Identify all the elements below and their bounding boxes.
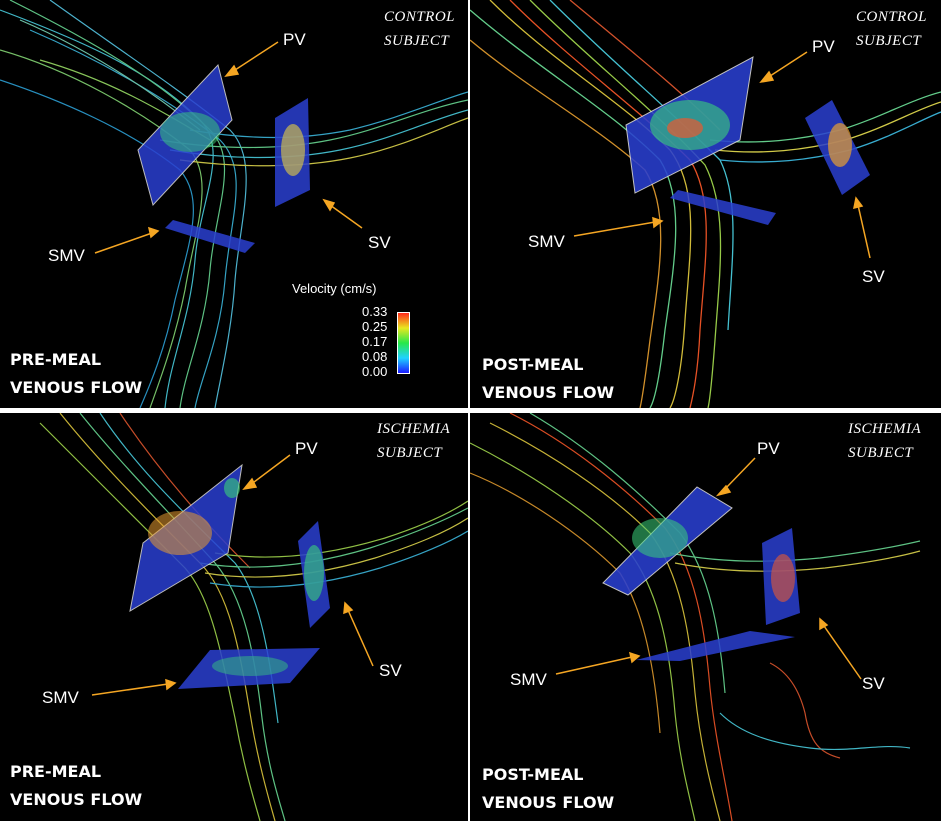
- smv-label: SMV: [510, 670, 547, 689]
- sv-label: SV: [368, 233, 391, 252]
- legend-tick: 0.00: [362, 364, 388, 379]
- sv-label: SV: [379, 661, 402, 680]
- caption: POST-MEAL VENOUS FLOW: [482, 355, 615, 402]
- pv-label: PV: [812, 37, 835, 56]
- pv-label: PV: [757, 439, 780, 458]
- panel-ischemia-post-meal: PV SV SMV ISCHEMIA SUBJECT POST-MEAL VEN…: [470, 413, 941, 821]
- subject-label: CONTROL SUBJECT: [856, 9, 928, 49]
- panel-ischemia-pre-meal: PV SV SMV ISCHEMIA SUBJECT PRE-MEAL VENO…: [0, 413, 468, 821]
- smv-label: SMV: [48, 246, 85, 265]
- legend-title: Velocity (cm/s): [292, 281, 377, 296]
- caption: POST-MEAL VENOUS FLOW: [482, 765, 615, 812]
- subject-label: CONTROL SUBJECT: [384, 9, 456, 49]
- velocity-colorbar: [397, 312, 410, 374]
- panel-control-post-meal: PV SV SMV CONTROL SUBJECT POST-MEAL VENO…: [470, 0, 941, 408]
- panel-control-pre-meal: PV SV SMV CONTROL SUBJECT PRE-MEAL VENOU…: [0, 0, 468, 408]
- smv-label: SMV: [528, 232, 565, 251]
- pv-label: PV: [283, 30, 306, 49]
- sv-label: SV: [862, 267, 885, 286]
- streamline-render: [39, 413, 468, 821]
- legend-tick: 0.25: [362, 319, 388, 334]
- streamline-render: [470, 0, 941, 408]
- subject-label: ISCHEMIA SUBJECT: [377, 421, 451, 461]
- caption: PRE-MEAL VENOUS FLOW: [10, 762, 143, 809]
- subject-label: ISCHEMIA SUBJECT: [848, 421, 922, 461]
- streamline-render: [0, 0, 468, 408]
- streamline-render: [470, 413, 921, 821]
- pv-label: PV: [295, 439, 318, 458]
- legend-tick: 0.08: [362, 349, 388, 364]
- caption: PRE-MEAL VENOUS FLOW: [10, 350, 143, 397]
- legend-tick: 0.33: [362, 304, 388, 319]
- sv-label: SV: [862, 674, 885, 693]
- legend-tick: 0.17: [362, 334, 388, 349]
- smv-label: SMV: [42, 688, 79, 707]
